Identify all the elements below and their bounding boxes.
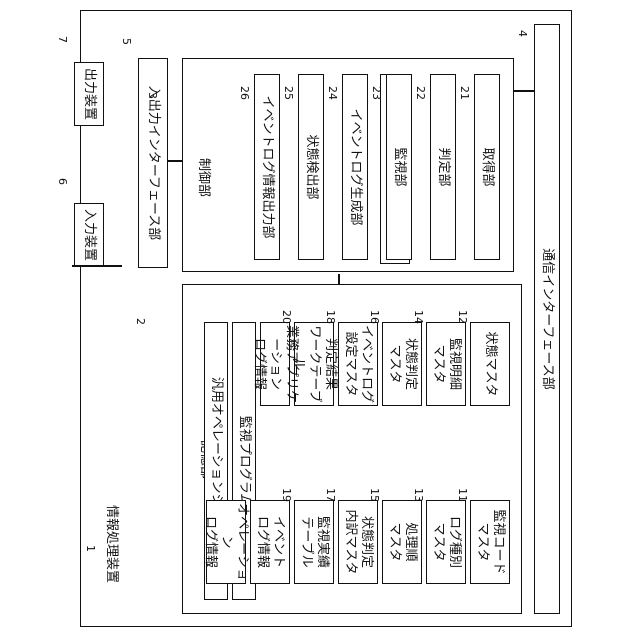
input-device-box: 入力装置 — [74, 203, 104, 267]
device-label: 情報処理装置 — [104, 505, 118, 583]
control-unit-ref: 3 — [146, 92, 158, 99]
unit-ref-25: 25 — [282, 86, 294, 100]
unit-monitoring: 監視部 — [386, 74, 412, 260]
monitoring-code-master-box: 監視コード マスタ — [470, 500, 510, 584]
input-device-label: 入力装置 — [82, 209, 96, 261]
io-interface-box: 入出力インターフェース部 — [138, 58, 168, 268]
unit-ref-22: 22 — [414, 86, 426, 100]
storage-ref-18: 18 — [324, 310, 336, 324]
state-judgment-breakdown-master-line1: 状態判定 — [358, 516, 374, 568]
operation-log-info-box: オペレーション ログ情報 — [206, 500, 246, 584]
unit-ref-21: 21 — [458, 86, 470, 100]
comm-to-control-line — [514, 90, 534, 92]
log-type-master-line1: ログ種別 — [446, 516, 462, 568]
unit-event-log-generation: イベントログ生成部 — [342, 74, 368, 260]
storage-ref-20: 20 — [280, 310, 292, 324]
process-order-master-line1: 処理順 — [402, 522, 418, 561]
unit-ref-24: 24 — [326, 86, 338, 100]
monitoring-detail-master-box: 監視明細 マスタ — [426, 322, 466, 406]
business-app-log-line2: ログ情報 — [251, 338, 267, 390]
storage-ref-17: 17 — [324, 488, 336, 502]
storage-ref-12: 12 — [456, 310, 468, 324]
monitoring-detail-master-line2: マスタ — [430, 344, 446, 383]
io-interface-label: 入出力インターフェース部 — [146, 86, 160, 241]
storage-ref-13: 13 — [412, 488, 424, 502]
judgment-result-worktable-line1: 判定結果 — [322, 338, 338, 390]
storage-ref-16: 16 — [368, 310, 380, 324]
storage-ref-11: 11 — [456, 488, 468, 502]
process-order-master-line2: マスタ — [386, 522, 402, 561]
unit-event-log-output: イベントログ情報出力部 — [254, 74, 280, 260]
unit-acquisition-label: 取得部 — [480, 147, 494, 186]
log-type-master-box: ログ種別 マスタ — [426, 500, 466, 584]
comm-ref: 4 — [516, 30, 528, 37]
monitoring-program-label: 監視プログラム — [237, 416, 251, 507]
output-device-ref: 7 — [56, 36, 68, 43]
state-master-box: 状態マスタ — [470, 322, 510, 406]
comm-interface-box: 通信インターフェース部 — [534, 24, 560, 614]
io-to-control-line — [168, 160, 182, 162]
output-device-box: 出力装置 — [74, 62, 104, 126]
unit-monitoring-label: 監視部 — [392, 147, 406, 186]
state-judgment-master-line2: マスタ — [386, 344, 402, 383]
state-judgment-master-line1: 状態判定 — [402, 338, 418, 390]
monitoring-code-master-line2: マスタ — [474, 522, 490, 561]
event-log-info-line1: イベント — [270, 516, 286, 568]
unit-judgment: 判定部 — [430, 74, 456, 260]
unit-ref-26: 26 — [238, 86, 250, 100]
unit-event-log-generation-label: イベントログ生成部 — [348, 108, 362, 225]
process-order-master-box: 処理順 マスタ — [382, 500, 422, 584]
unit-acquisition: 取得部 — [474, 74, 500, 260]
event-log-setting-master-box: イベントログ 設定マスタ — [338, 322, 378, 406]
judgment-result-worktable-box: 判定結果 ワークテーブル — [294, 322, 334, 406]
operation-log-info-line2: ログ情報 — [202, 516, 218, 568]
monitoring-code-master-line1: 監視コード — [490, 509, 506, 574]
output-device-label: 出力装置 — [82, 68, 96, 120]
event-log-info-box: イベント ログ情報 — [250, 500, 290, 584]
state-judgment-breakdown-master-box: 状態判定 内訳マスタ — [338, 500, 378, 584]
storage-ref-19: 19 — [280, 488, 292, 502]
storage-ref-14: 14 — [412, 310, 424, 324]
unit-event-log-output-label: イベントログ情報出力部 — [260, 95, 274, 238]
device-ref: 1 — [84, 545, 96, 552]
storage-ref-15: 15 — [368, 488, 380, 502]
monitoring-results-table-box: 監視実績 テーブル — [294, 500, 334, 584]
unit-state-detection-label: 状態検出部 — [304, 134, 318, 199]
monitoring-results-table-line2: テーブル — [298, 516, 314, 567]
state-judgment-breakdown-master-line2: 内訳マスタ — [342, 509, 358, 574]
io-ref: 5 — [120, 38, 132, 45]
operation-log-info-line1: オペレーション — [218, 501, 250, 583]
io-to-device-line — [72, 265, 122, 267]
storage-ref: 2 — [134, 318, 146, 325]
monitoring-results-table-line1: 監視実績 — [314, 516, 330, 568]
comm-interface-label: 通信インターフェース部 — [540, 248, 554, 390]
control-to-storage-line — [338, 274, 340, 284]
log-type-master-line2: マスタ — [430, 522, 446, 561]
business-app-log-box: 業務アプリケーション ログ情報 — [260, 322, 290, 406]
event-log-setting-master-line1: イベントログ — [358, 325, 374, 403]
input-device-ref: 6 — [56, 178, 68, 185]
business-app-log-line1: 業務アプリケーション — [267, 323, 299, 405]
state-master-line1: 状態マスタ — [482, 331, 498, 396]
unit-judgment-label: 判定部 — [436, 147, 450, 186]
monitoring-detail-master-line1: 監視明細 — [446, 338, 462, 390]
unit-ref-23: 23 — [370, 86, 382, 100]
event-log-info-line2: ログ情報 — [254, 516, 270, 568]
control-unit-label: 制御部 — [196, 158, 210, 197]
state-judgment-master-box: 状態判定 マスタ — [382, 322, 422, 406]
unit-state-detection: 状態検出部 — [298, 74, 324, 260]
event-log-setting-master-line2: 設定マスタ — [342, 331, 358, 396]
